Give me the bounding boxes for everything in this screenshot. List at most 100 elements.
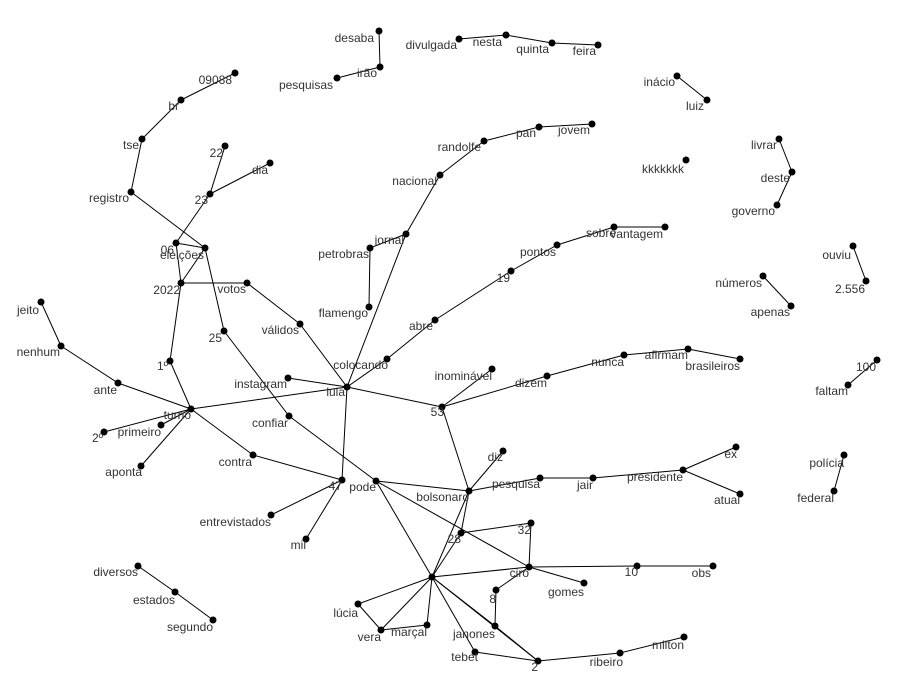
label-mil: mil [291,538,306,552]
node-inacio [673,72,681,80]
label-petrobras: petrobras [318,247,369,261]
label-06: 06 [161,243,175,257]
node-inominavel [488,365,496,373]
node-turno [187,405,195,413]
edge-ante-turno [117,382,192,410]
node-nunca [620,351,628,359]
label-luiz: luiz [686,99,704,113]
node-28 [457,529,465,537]
node-ex [732,443,740,451]
edge-bolsonaro-28 [460,490,470,534]
node-apenas [787,302,795,310]
label-confiar: confiar [252,416,288,430]
label-faltam: faltam [815,384,848,398]
label-pesquisa: pesquisa [492,477,540,491]
edge-hub-tebet [431,576,476,653]
node-dizem [543,372,551,380]
label-jornal: jornal [374,233,404,247]
label-inominavel: inominável [435,369,492,383]
node-06 [172,239,180,247]
node-22 [221,142,229,150]
node-gomes [580,579,588,587]
label-segundo: segundo [167,620,213,634]
edge-turno-primeiro [160,408,192,426]
edge-2022-1o [169,282,182,362]
node-lucia [354,600,362,608]
edge-turno-contra [190,408,254,456]
label-presidente: presidente [627,470,683,484]
edge-28-hub [431,532,462,578]
edge-tebet-2 [474,651,539,662]
label-afirmam: afirmam [645,348,688,362]
label-federal: federal [797,491,834,505]
label-aponta: aponta [105,465,142,479]
label-diz: diz [488,450,503,464]
edge-diz-bolsonaro [468,450,504,492]
node-ouviu [849,242,857,250]
node-desaba [375,27,383,35]
label-randolfe: randolfe [438,140,482,154]
edge-25-confiar [223,330,290,417]
label-eleicoes: eleições [160,248,204,262]
edge-lucia-vera [357,603,382,631]
node-luiz [703,96,711,104]
label-milton: milton [652,638,684,652]
node-diz [499,447,507,455]
node-deste [788,168,796,176]
label-livrar: livrar [751,138,777,152]
node-quinta [548,39,556,47]
edge-jornal-petrobras [369,233,407,249]
label-nunca: nunca [591,355,624,369]
node-diversos [134,562,142,570]
node-mil [302,535,310,543]
label-atual: atual [714,493,740,507]
label-brasileiros: brasileiros [685,359,740,373]
edge-ciro-8 [495,566,530,591]
node-divulgada [455,35,463,43]
edge-jovem-pan [538,123,593,128]
edge-32-28 [460,522,532,534]
edge-desaba-irao [378,30,381,68]
node-53 [438,403,446,411]
label-19: 19 [497,271,511,285]
edge-47-mil [305,479,343,540]
node-nesta [502,31,510,39]
node-numeros [759,272,767,280]
node-09088 [231,69,239,77]
edge-dizem-nunca [546,354,625,377]
label-feira: feira [573,44,597,58]
edge-br-tse [141,99,182,140]
node-instagram [284,374,292,382]
node-atual [736,490,744,498]
edge-eleicoes-06 [175,242,206,249]
node-obs [709,562,717,570]
edge-randolfe-nacional [439,140,485,176]
node-governo [773,201,781,209]
edge-abre-colocando [386,319,436,360]
label-votos: votos [217,282,246,296]
edge-19-abre [434,270,512,321]
edge-presidente-ex [682,446,737,471]
label-pontos: pontos [520,245,556,259]
node-jornal [402,230,410,238]
label-lula: lula [326,385,345,399]
label-ex: ex [724,447,737,461]
label-pan: pan [516,126,536,140]
label-09088: 09088 [199,73,233,87]
node-abre [431,316,439,324]
node-vera [377,626,385,634]
label-policia: polícia [809,456,844,470]
edge-numeros-apenas [762,275,792,307]
label-entrevistados: entrevistados [200,515,271,529]
edge-livrar-deste [778,138,793,173]
node-32 [527,519,535,527]
edge-turno-2o [103,408,192,433]
node-tebet [471,648,479,656]
edge-deste-governo [776,171,793,206]
node-sobre [610,223,618,231]
label-quinta: quinta [516,42,549,56]
label-diversos: diversos [93,565,138,579]
edge-inacio-luiz [676,75,708,101]
label-ribeiro: ribeiro [590,655,624,669]
